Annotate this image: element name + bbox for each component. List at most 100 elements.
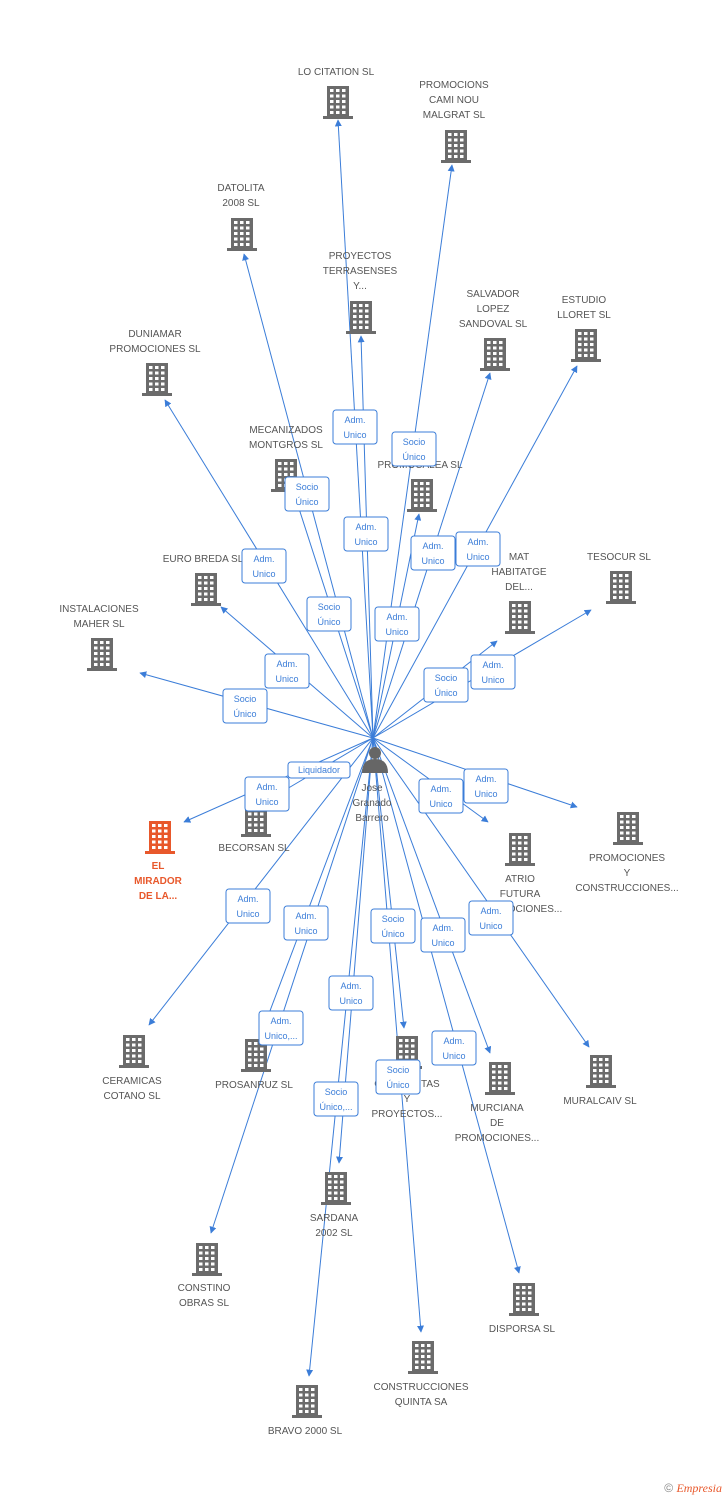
relation-label-text: Unico: [294, 926, 317, 936]
building-icon: [509, 1283, 539, 1316]
building-icon: [407, 479, 437, 512]
relation-label-salvador-lopez[interactable]: Adm.Unico: [410, 535, 456, 571]
relation-label-text: Único: [317, 617, 340, 627]
relation-label-text: Unico: [385, 627, 408, 637]
company-label-line: CONSTRUCCIONES...: [575, 883, 678, 894]
relation-label-text: Adm.: [237, 894, 258, 904]
company-node-promociones-construcciones[interactable]: PROMOCIONESYCONSTRUCCIONES...: [575, 812, 679, 894]
building-icon: [87, 638, 117, 671]
brand-logo[interactable]: Empresia: [676, 1481, 722, 1495]
relation-label-text: Socio: [435, 673, 458, 683]
company-node-prosanruz[interactable]: PROSANRUZ SL: [215, 1039, 293, 1091]
person-icon: [362, 747, 388, 773]
relation-label-text: Adm.: [467, 537, 488, 547]
relation-label-text: Unico,...: [264, 1031, 297, 1041]
building-icon: [613, 812, 643, 845]
relation-label-becorsan[interactable]: Liquidador: [287, 761, 351, 779]
company-label-line: MURALCAIV SL: [563, 1096, 637, 1107]
relation-label-text: Unico: [431, 938, 454, 948]
relation-label-constino[interactable]: Adm. Unico: [283, 905, 329, 941]
company-label-line: FUTURA: [500, 889, 541, 900]
relation-label-text: Único,...: [319, 1102, 352, 1112]
edge-bravo-2000: [306, 737, 374, 1377]
company-label-line: COTANO SL: [103, 1091, 160, 1102]
company-label-line: MIRADOR: [134, 876, 183, 887]
relation-label-text: Adm.: [295, 911, 316, 921]
relation-label-proyectos-terrasenses[interactable]: Adm.Unico: [343, 516, 389, 552]
relation-label-text: Adm.: [475, 774, 496, 784]
relation-label-text: Adm.: [482, 660, 503, 670]
company-label-line: BECORSAN SL: [218, 843, 290, 854]
company-label-line: PROYECTOS: [329, 251, 392, 262]
company-node-promocalea[interactable]: PROMOCALEA SL: [377, 460, 463, 512]
building-icon: [408, 1341, 438, 1374]
relation-label-el-mirador[interactable]: Adm.Unico: [244, 776, 290, 812]
company-label-line: LOPEZ: [477, 304, 510, 315]
building-icon: [321, 1172, 351, 1205]
company-label-line: Y: [624, 868, 631, 879]
relation-label-disporsa[interactable]: Adm.Unico: [420, 917, 466, 953]
relation-label-tesocur[interactable]: Adm. Unico: [470, 654, 516, 690]
relation-label-text: Unico: [481, 675, 504, 685]
company-node-bravo-2000[interactable]: BRAVO 2000 SL: [268, 1385, 343, 1437]
company-node-disporsa[interactable]: DISPORSA SL: [489, 1283, 556, 1335]
company-node-muralcaiv[interactable]: MURALCAIV SL: [563, 1055, 637, 1107]
relation-label-duniamar[interactable]: Adm.Unico: [241, 548, 287, 584]
company-label-line: DEL...: [505, 582, 533, 593]
edge-ceramicas-cotano: [148, 737, 374, 1026]
relation-label-ceramicas-cotano[interactable]: Adm.Unico: [225, 888, 271, 924]
building-icon: [485, 1062, 515, 1095]
company-node-euro-breda[interactable]: EURO BREDA SL: [163, 554, 244, 606]
company-node-atrio-futura[interactable]: ATRIOFUTURAPROMOCIONES...: [478, 833, 562, 915]
company-label-line: DUNIAMAR: [128, 329, 181, 340]
company-node-lo-citation[interactable]: LO CITATION SL: [298, 67, 375, 119]
building-icon: [323, 86, 353, 119]
company-label-line: INSTALACIONES: [59, 604, 139, 615]
relation-label-sardana[interactable]: Adm.Unico: [328, 975, 374, 1011]
relation-label-atrio-futura[interactable]: Adm.Unico: [418, 778, 464, 814]
relation-label-text: Adm.: [422, 541, 443, 551]
relation-label-estudio-lloret[interactable]: Adm.Unico: [455, 531, 501, 567]
building-icon: [441, 130, 471, 163]
building-icon: [227, 218, 257, 251]
relation-label-euro-breda[interactable]: Adm.Unico: [264, 653, 310, 689]
company-label-line: DISPORSA SL: [489, 1324, 556, 1335]
company-node-tesocur[interactable]: TESOCUR SL: [587, 552, 651, 604]
company-label-line: TESOCUR SL: [587, 552, 651, 563]
company-label-line: ESTUDIO: [562, 295, 607, 306]
relation-label-text: Único: [295, 497, 318, 507]
relation-label-promociones-construcciones[interactable]: Adm.Unico: [463, 768, 509, 804]
relation-label-promocalea[interactable]: Adm.Unico: [374, 606, 420, 642]
relation-label-bravo-2000[interactable]: SocioÚnico,...: [313, 1081, 359, 1117]
company-label-line: ATRIO: [505, 874, 535, 885]
company-node-proyectos-terrasenses[interactable]: PROYECTOSTERRASENSESY...: [323, 251, 398, 334]
company-node-mat-habitatge[interactable]: MATHABITATGEDEL...: [491, 552, 547, 634]
relation-label-murciana[interactable]: Adm.Unico: [431, 1030, 477, 1066]
relation-label-prosanruz[interactable]: Adm.Unico,...: [258, 1010, 304, 1046]
relation-label-text: Adm.: [344, 415, 365, 425]
relation-label-muralcaiv[interactable]: Adm.Unico: [468, 900, 514, 936]
relation-label-lo-citation[interactable]: Adm.Unico: [332, 409, 378, 445]
company-node-murciana[interactable]: MURCIANADEPROMOCIONES...: [455, 1062, 539, 1144]
person-name-line: Granado: [353, 798, 392, 809]
